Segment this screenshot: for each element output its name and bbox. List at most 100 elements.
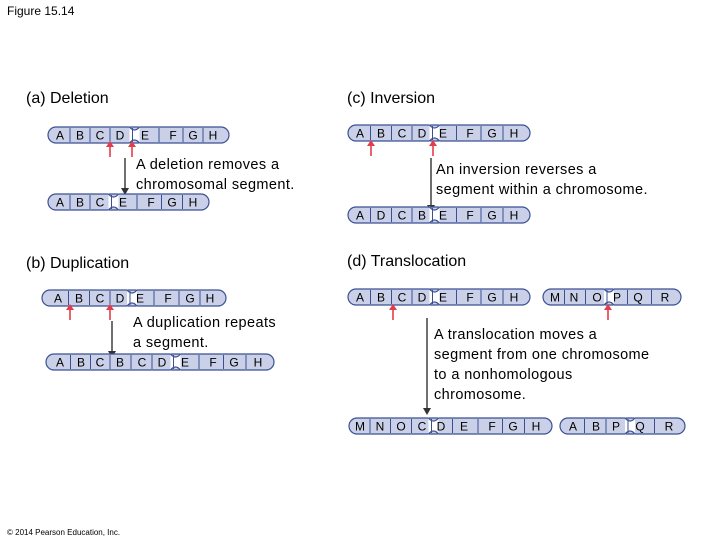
duplication-after-chromosome-gene-label: F: [209, 356, 216, 370]
duplication-after-chromosome-gene-label: D: [158, 356, 167, 370]
duplication-after-chromosome-gene-label: H: [254, 356, 263, 370]
translocation-caption-line-4: chromosome.: [434, 387, 527, 403]
inversion-before-chromosome-gene-label: D: [418, 127, 427, 141]
inversion-before-chromosome-gene-label: H: [510, 127, 519, 141]
duplication-caption-line-2: a segment.: [133, 335, 209, 351]
deletion-breakpoint-arrow-1: [106, 141, 114, 157]
translocation-after-chromosome-1-gene-label: G: [508, 420, 517, 434]
deletion-after-chromosome-centromere-top: [108, 193, 119, 198]
translocation-before-chromosome-1-gene-label: F: [466, 291, 473, 305]
duplication-after-chromosome-gene-label: G: [229, 356, 238, 370]
deletion-before-chromosome-gene-label: C: [96, 129, 105, 143]
inversion-heading: (c) Inversion: [347, 90, 436, 107]
figure-title: Figure 15.14: [7, 4, 75, 18]
translocation-after-chromosome-2-centromere-bottom: [624, 430, 636, 435]
translocation-before-chromosome-2-gene-label: M: [550, 291, 560, 305]
inversion-after-chromosome-gene-label: F: [466, 209, 473, 223]
duplication-before-chromosome-gene-label: F: [164, 292, 171, 306]
translocation-after-chromosome-1-gene-label: H: [532, 420, 541, 434]
deletion-before-chromosome-gene-label: B: [76, 129, 84, 143]
inversion-caption-line-1: An inversion reverses a: [436, 162, 597, 178]
translocation-caption-line-3: to a nonhomologous: [434, 367, 573, 383]
deletion-before-chromosome-centromere-bottom: [129, 139, 140, 144]
inversion-after-chromosome-centromere-top: [429, 206, 440, 211]
translocation-caption-line-2: segment from one chromosome: [434, 347, 650, 363]
duplication-before-chromosome-gene-label: B: [75, 292, 83, 306]
duplication-after-chromosome-centromere-bottom: [170, 366, 181, 371]
inversion-after-chromosome-gene-label: G: [487, 209, 496, 223]
deletion-before-chromosome-gene-label: E: [141, 129, 149, 143]
translocation-before-chromosome-2-gene-label: N: [570, 291, 579, 305]
inversion-before-chromosome-gene-label: C: [398, 127, 407, 141]
translocation-caption: A translocation moves a segment from one…: [434, 325, 650, 405]
translocation-process-arrow: [423, 318, 431, 415]
deletion-after-chromosome-gene-label: B: [76, 196, 84, 210]
inversion-breakpoint-arrow-1: [367, 140, 375, 156]
translocation-heading: (d) Translocation: [347, 253, 467, 270]
translocation-after-chromosome-1-centromere-bottom: [428, 430, 439, 435]
duplication-before-chromosome-gene-label: C: [96, 292, 105, 306]
inversion-before-chromosome-gene-label: B: [377, 127, 385, 141]
duplication-before-chromosome-centromere-top: [126, 289, 138, 294]
duplication-heading: (b) Duplication: [26, 255, 130, 272]
translocation-after-chromosome-1-gene-label: C: [418, 420, 427, 434]
inversion-after-chromosome-gene-label: E: [439, 209, 447, 223]
deletion-breakpoint-arrow-2: [128, 141, 136, 157]
duplication-after-chromosome-centromere-top: [170, 353, 181, 358]
translocation-breakpoint-arrow-1: [389, 304, 397, 320]
inversion-after-chromosome-gene-label: H: [510, 209, 519, 223]
deletion-before-chromosome-gene-label: G: [188, 129, 197, 143]
deletion-after-chromosome-gene-label: G: [167, 196, 176, 210]
translocation-after-chromosome-1-gene-label: F: [488, 420, 495, 434]
duplication-after-chromosome-gene-label: B: [77, 356, 85, 370]
translocation-before-chromosome-2-gene-label: O: [592, 291, 601, 305]
deletion-after-chromosome-gene-label: A: [56, 196, 64, 210]
deletion-caption: A deletion removes a chromosomal segment…: [136, 155, 295, 195]
inversion-before-chromosome-gene-label: A: [356, 127, 364, 141]
translocation-after-chromosome-2-gene-label: Q: [635, 420, 644, 434]
deletion-before-chromosome-gene-label: D: [116, 129, 125, 143]
translocation-before-chromosome-2-gene-label: P: [613, 291, 621, 305]
duplication-caption-line-1: A duplication repeats: [133, 315, 277, 331]
translocation-before-chromosome-1-gene-label: B: [377, 291, 385, 305]
deletion-process-arrow: [121, 158, 129, 195]
translocation-before-chromosome-1-centromere-bottom: [429, 301, 440, 306]
inversion-after-chromosome-gene-label: B: [418, 209, 426, 223]
duplication-after-chromosome-body: [45, 353, 275, 371]
inversion-after-chromosome-gene-label: C: [398, 209, 407, 223]
inversion-after-chromosome-gene-label: D: [377, 209, 386, 223]
translocation-before-chromosome-2-gene-label: R: [661, 291, 670, 305]
translocation-after-chromosome-1-gene-label: D: [437, 420, 446, 434]
deletion-after-chromosome-gene-label: F: [147, 196, 154, 210]
translocation-after-chromosome-1-centromere-top: [428, 417, 439, 422]
duplication-breakpoint-arrow-1: [66, 304, 74, 320]
inversion-caption: An inversion reverses a segment within a…: [436, 160, 648, 200]
inversion-before-chromosome-gene-label: G: [487, 127, 496, 141]
duplication-breakpoint-arrow-2: [106, 304, 114, 320]
translocation-caption-line-1: A translocation moves a: [434, 327, 598, 343]
deletion-caption-line-1: A deletion removes a: [136, 157, 280, 173]
translocation-after-chromosome-1-gene-label: O: [396, 420, 405, 434]
duplication-before-chromosome-gene-label: H: [206, 292, 215, 306]
deletion-after-chromosome-body: [47, 193, 210, 211]
duplication-before-chromosome-gene-label: D: [116, 292, 125, 306]
inversion-before-chromosome-centromere-bottom: [429, 137, 440, 142]
deletion-before-chromosome-gene-label: H: [209, 129, 218, 143]
translocation-before-chromosome-1-gene-label: G: [487, 291, 496, 305]
translocation-after-chromosome-2-gene-label: A: [569, 420, 577, 434]
deletion-caption-line-2: chromosomal segment.: [136, 177, 295, 193]
inversion-before-chromosome-centromere-top: [429, 124, 440, 129]
translocation-before-chromosome-1-gene-label: H: [510, 291, 519, 305]
duplication-before-chromosome-gene-label: G: [185, 292, 194, 306]
translocation-before-chromosome-1-gene-label: A: [356, 291, 364, 305]
duplication-after-chromosome-gene-label: E: [181, 356, 189, 370]
duplication-before-chromosome-centromere-bottom: [126, 302, 138, 307]
